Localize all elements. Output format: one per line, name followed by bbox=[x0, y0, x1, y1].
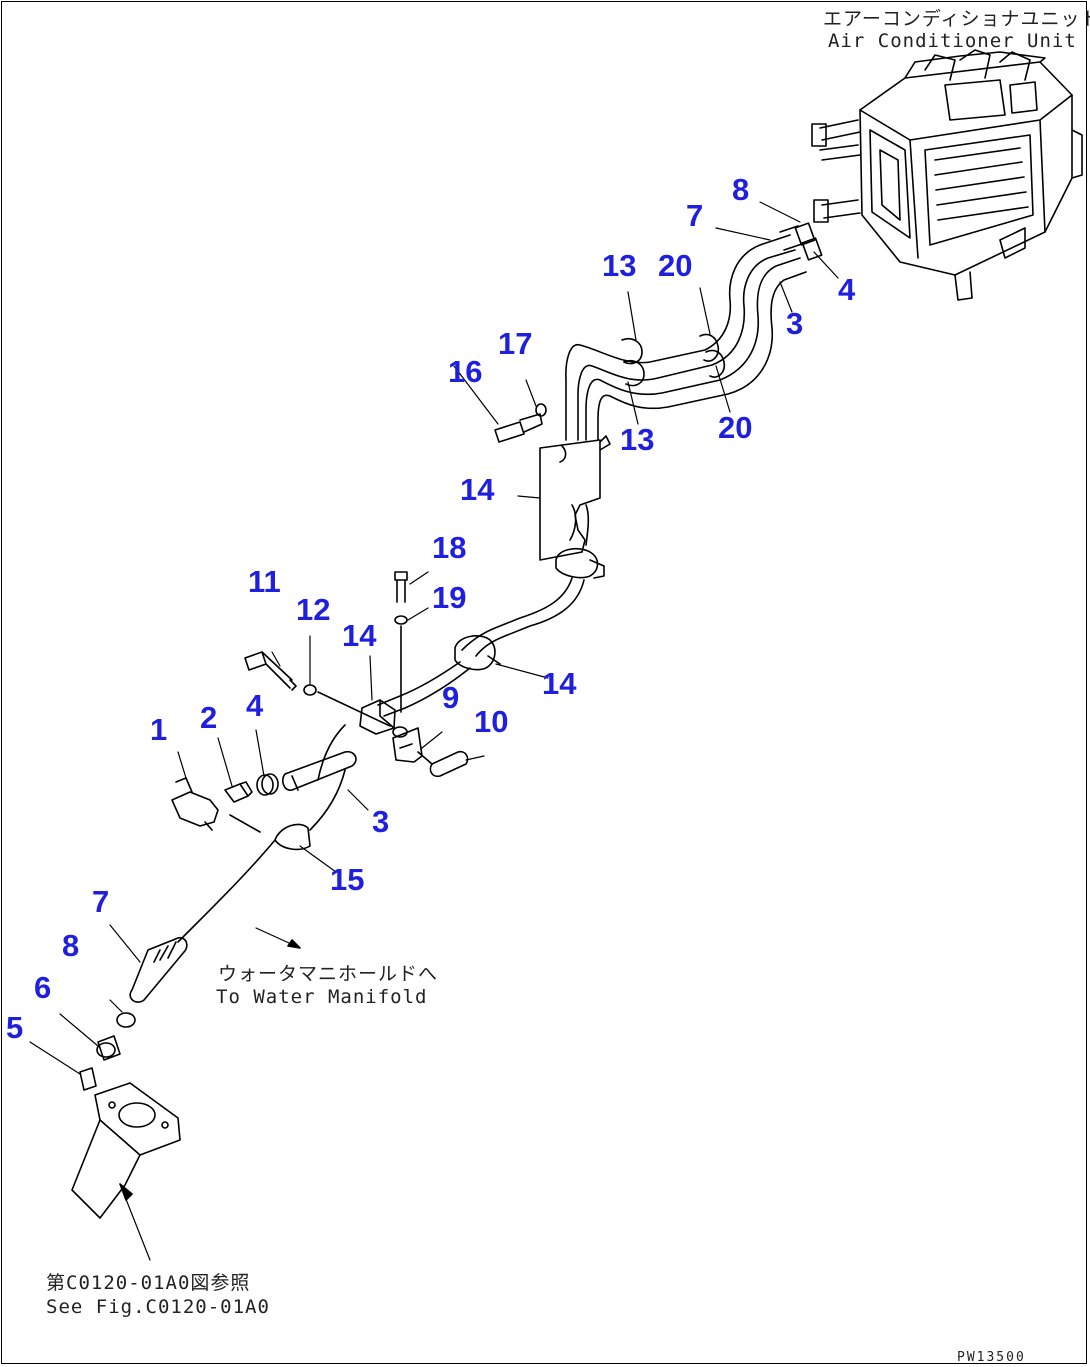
leader-lines bbox=[29, 201, 839, 1261]
callout-18: 18 bbox=[432, 530, 467, 565]
callout-12: 12 bbox=[296, 592, 331, 627]
clamp-14-bracket-9 bbox=[244, 651, 469, 778]
callout-16: 16 bbox=[448, 354, 483, 389]
callout-17: 17 bbox=[498, 326, 533, 361]
callout-14-cover: 14 bbox=[460, 472, 495, 507]
callout-20-lower: 20 bbox=[718, 410, 753, 445]
callout-4-lower: 4 bbox=[246, 688, 264, 723]
bolt-16-washer-17 bbox=[494, 403, 547, 443]
callout-11: 11 bbox=[248, 564, 281, 599]
arrowhead-water-manifold bbox=[287, 939, 301, 949]
callout-14-left-clamp: 14 bbox=[342, 618, 377, 653]
lower-fittings bbox=[171, 724, 357, 943]
note-ac-unit-jp: エアーコンディショナユニット bbox=[823, 8, 1090, 30]
air-conditioner-unit bbox=[811, 49, 1083, 301]
callout-13-lower: 13 bbox=[620, 422, 655, 457]
callout-13-upper: 13 bbox=[602, 248, 637, 283]
note-water-manifold-en: To Water Manifold bbox=[216, 986, 428, 1008]
callout-8-upper: 8 bbox=[732, 172, 750, 207]
callout-15: 15 bbox=[330, 862, 365, 897]
callout-5: 5 bbox=[6, 1010, 24, 1045]
callout-2: 2 bbox=[200, 700, 218, 735]
bolt-18-washer-19 bbox=[394, 571, 408, 713]
callout-6: 6 bbox=[34, 970, 52, 1005]
callout-8-lower: 8 bbox=[62, 928, 80, 963]
lower-hose-and-fittings bbox=[79, 936, 188, 1091]
callout-14-right-clamp: 14 bbox=[542, 666, 577, 701]
callout-20-upper: 20 bbox=[658, 248, 693, 283]
note-see-fig-en: See Fig.C0120-01A0 bbox=[46, 1296, 270, 1318]
callout-7-lower: 7 bbox=[92, 884, 110, 919]
water-manifold-flange bbox=[71, 1082, 181, 1219]
note-ac-unit-en: Air Conditioner Unit bbox=[828, 30, 1077, 52]
callout-1: 1 bbox=[150, 712, 168, 747]
note-water-manifold-jp: ウォータマニホールドへ bbox=[218, 963, 439, 985]
drawing-code: PW13500 bbox=[957, 1350, 1026, 1365]
callout-3-lower: 3 bbox=[372, 804, 390, 839]
callout-19: 19 bbox=[432, 580, 467, 615]
callout-7-upper: 7 bbox=[686, 198, 704, 233]
arrowhead-see-fig bbox=[119, 1183, 133, 1201]
callout-3-upper: 3 bbox=[786, 306, 804, 341]
note-see-fig-jp: 第C0120-01A0図参照 bbox=[46, 1272, 251, 1294]
callout-9: 9 bbox=[442, 680, 460, 715]
callout-10: 10 bbox=[474, 704, 509, 739]
hose-cover-14 bbox=[377, 435, 611, 717]
callout-4-upper: 4 bbox=[838, 272, 856, 307]
